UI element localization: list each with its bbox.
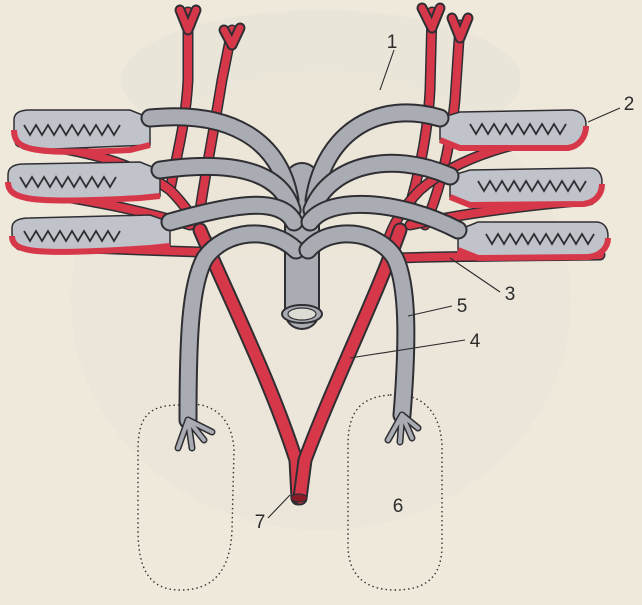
label-1: 1 [387, 32, 398, 53]
label-5: 5 [457, 296, 468, 317]
left-gill-arches [8, 110, 170, 252]
leader-2 [588, 108, 620, 122]
label-6: 6 [393, 496, 404, 517]
label-7: 7 [255, 512, 266, 533]
label-4: 4 [470, 331, 481, 352]
background-silhouette [71, 10, 571, 530]
label-2: 2 [624, 94, 635, 115]
label-3: 3 [505, 284, 516, 305]
